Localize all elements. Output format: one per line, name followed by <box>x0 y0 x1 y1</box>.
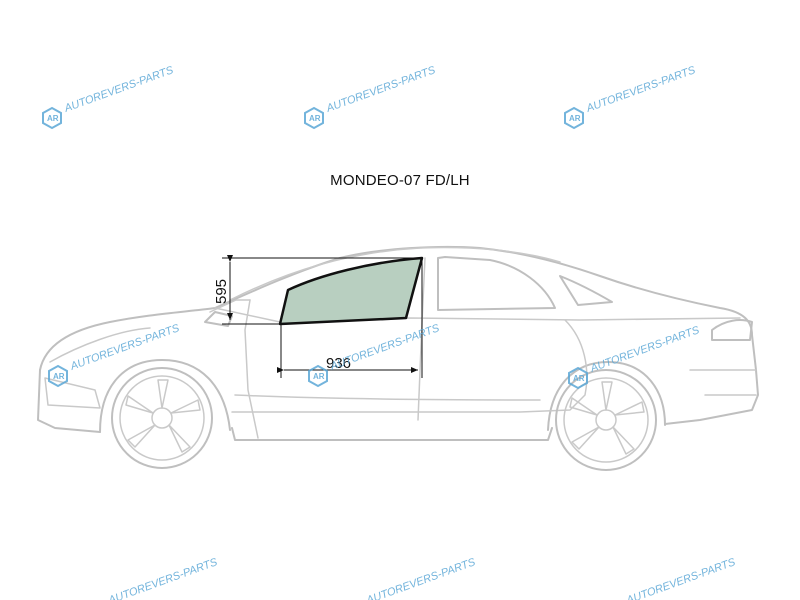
autorevers-logo-icon: AR <box>48 364 68 388</box>
watermark-text: AUTOREVERS-PARTS <box>106 556 220 600</box>
watermark-text: AUTOREVERS-PARTS <box>584 64 698 115</box>
svg-text:AR: AR <box>47 114 59 123</box>
diagram-title: MONDEO-07 FD/LH <box>330 172 470 189</box>
watermark-text: AUTOREVERS-PARTS <box>62 64 176 115</box>
autorevers-logo-icon: AR <box>304 106 324 130</box>
svg-text:AR: AR <box>569 114 581 123</box>
autorevers-logo-icon: AR <box>308 364 328 388</box>
height-dimension: 595 <box>213 255 422 325</box>
watermarks: AR AUTOREVERS-PARTS AR AUTOREVERS-PARTS … <box>42 64 738 600</box>
svg-text:AR: AR <box>313 372 325 381</box>
width-label: 936 <box>326 355 351 372</box>
autorevers-logo-icon: AR <box>564 106 584 130</box>
front-wheel <box>111 367 213 469</box>
autorevers-logo-icon: AR <box>568 366 588 390</box>
watermark-text: AUTOREVERS-PARTS <box>624 556 738 600</box>
watermark-text: AUTOREVERS-PARTS <box>328 322 442 373</box>
autorevers-logo-icon: AR <box>42 106 62 130</box>
svg-text:AR: AR <box>53 372 65 381</box>
watermark-text: AUTOREVERS-PARTS <box>364 556 478 600</box>
watermark-text: AUTOREVERS-PARTS <box>324 64 438 115</box>
svg-text:AR: AR <box>309 114 321 123</box>
height-label: 595 <box>213 279 230 304</box>
svg-text:AR: AR <box>573 374 585 383</box>
front-door-glass <box>278 256 424 326</box>
width-dimension: 936 <box>277 258 423 378</box>
watermark-text: AUTOREVERS-PARTS <box>588 324 702 375</box>
rear-wheel <box>555 369 657 471</box>
